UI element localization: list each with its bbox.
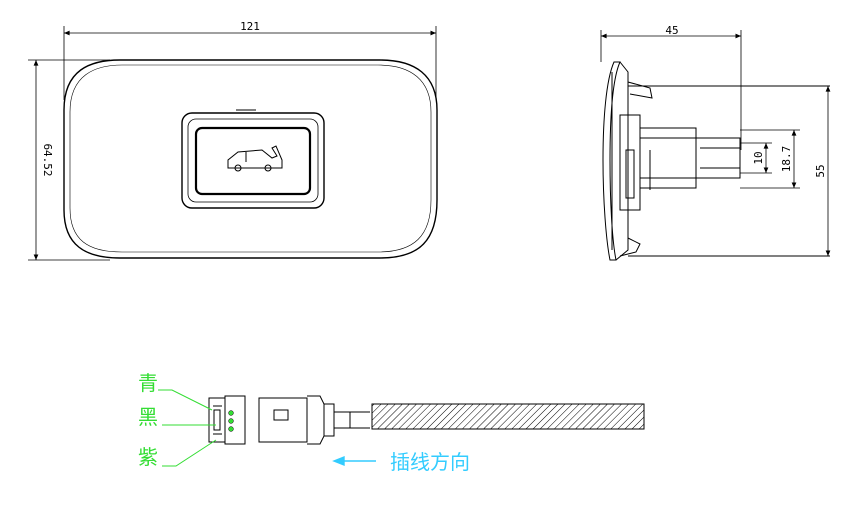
wire-label-black: 黑: [138, 405, 158, 429]
front-view: 121 64.52: [28, 20, 438, 261]
side-profile: [602, 61, 830, 261]
wire-label-purple: 紫: [138, 445, 158, 469]
wire-harness: [371, 403, 645, 430]
pin-pitch-dimension: [740, 142, 772, 174]
insert-direction-label: 插线方向: [390, 450, 470, 474]
button-bezel-outer: [181, 112, 325, 209]
button-key: [194, 126, 312, 196]
side-view: 45 55: [600, 24, 831, 261]
socket-pins: [228, 410, 234, 432]
connector-diagram: 青 黑 紫 插线方向: [138, 371, 645, 474]
switch-socket: [208, 395, 246, 445]
front-width-dimension: [63, 26, 437, 100]
front-width-label: 121: [240, 20, 260, 33]
front-height-label: 64.52: [41, 143, 54, 176]
switch-body-outline: [63, 59, 438, 259]
wire-leader-lines: [158, 389, 217, 467]
side-depth-dimension: [600, 30, 742, 150]
pin-height-dimension: [740, 129, 800, 189]
side-height-label: 55: [814, 164, 827, 177]
harness-plug: [258, 395, 370, 445]
front-height-dimension: [28, 59, 110, 261]
wire-label-cyan: 青: [138, 371, 158, 395]
pin-height-label: 18.7: [780, 146, 793, 173]
pin-pitch-label: 10: [752, 151, 765, 164]
side-depth-label: 45: [665, 24, 678, 37]
tailgate-car-icon: [227, 145, 283, 172]
insert-direction-arrow: [332, 455, 376, 467]
